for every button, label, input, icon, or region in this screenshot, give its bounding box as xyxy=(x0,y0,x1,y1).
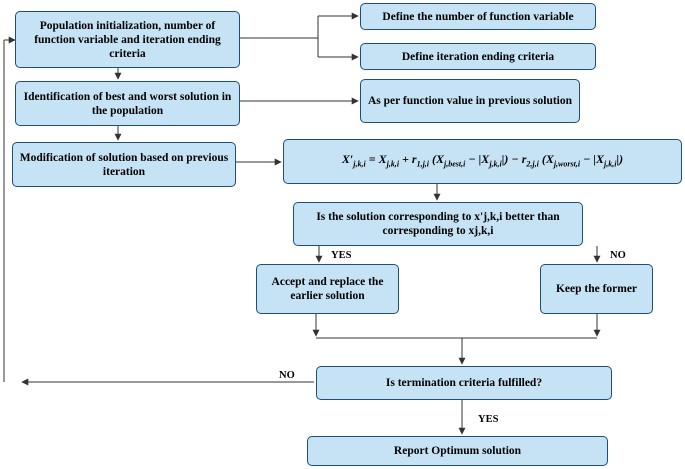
per-value-box: As per function value in previous soluti… xyxy=(360,79,580,123)
formula-xworst: X xyxy=(545,151,554,166)
formula-eq: = xyxy=(365,151,379,166)
formula-xworst-sub: j,worst,i xyxy=(553,159,581,169)
formula-r1: r xyxy=(411,151,417,166)
formula-open2: ( xyxy=(538,151,546,166)
modify-box: Modification of solution based on previo… xyxy=(12,142,236,187)
formula-box: X′j,k,i = Xj,k,i + r1,j,i (Xj,best,i − |… xyxy=(283,139,682,184)
formula-plus: + xyxy=(399,151,412,166)
yes-branch-label: YES xyxy=(331,250,352,261)
formula-xabs2: X xyxy=(595,151,604,166)
formula-xbest: X xyxy=(436,151,445,166)
formula-lhs: X′ xyxy=(341,151,354,166)
formula-minus-abs1: − | xyxy=(465,151,482,166)
formula-r2-sub: 2,j,i xyxy=(526,159,539,169)
formula-minus-abs2: − | xyxy=(580,151,596,166)
formula-xabs1: X xyxy=(481,151,490,166)
identify-box: Identification of best and worst solutio… xyxy=(15,81,240,126)
formula-lhs-sub: j,k,i xyxy=(353,159,366,169)
yes-end-label: YES xyxy=(478,414,499,425)
formula-x-sub: j,k,i xyxy=(386,159,400,169)
accept-box: Accept and replace the earlier solution xyxy=(256,264,399,314)
no-branch-label: NO xyxy=(610,250,626,261)
formula-close2: |) xyxy=(616,151,624,166)
question-box: Is the solution corresponding to x'j,k,i… xyxy=(293,202,583,246)
keep-box: Keep the former xyxy=(540,264,653,314)
define-end-box: Define iteration ending criteria xyxy=(360,43,596,70)
formula-xabs2-sub: j,k,i xyxy=(604,159,617,169)
no-loop-label: NO xyxy=(279,370,295,381)
termination-box: Is termination criteria fulfilled? xyxy=(316,366,612,400)
formula-xbest-sub: j,best,i xyxy=(444,159,466,169)
init-box: Population initialization, number of fun… xyxy=(15,11,240,68)
update-formula: X′j,k,i = Xj,k,i + r1,j,i (Xj,best,i − |… xyxy=(342,152,623,171)
report-box: Report Optimum solution xyxy=(307,436,608,466)
formula-r1-sub: 1,j,i xyxy=(416,159,430,169)
formula-r2: r xyxy=(521,151,527,166)
formula-close1: |) − xyxy=(501,151,522,166)
define-vars-box: Define the number of function variable xyxy=(360,3,596,30)
formula-x: X xyxy=(378,151,387,166)
formula-xabs1-sub: j,k,i xyxy=(489,159,502,169)
formula-open1: ( xyxy=(429,151,437,166)
